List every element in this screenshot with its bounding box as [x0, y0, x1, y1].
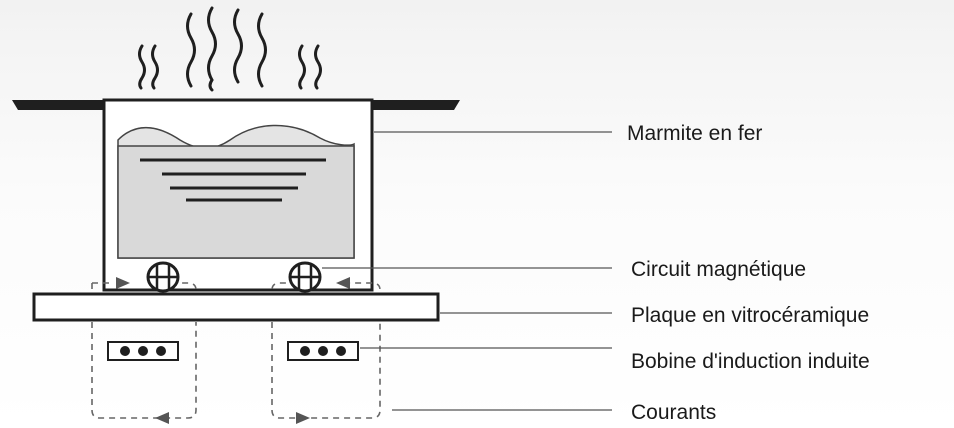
liquid-body [117, 145, 355, 259]
ceramic-plate [32, 292, 440, 322]
leader-lines [322, 131, 612, 411]
label-magnetic-circuit: Circuit magnétique [631, 258, 806, 281]
heat-lines [140, 158, 326, 202]
pot-rim-right [368, 100, 460, 110]
induction-coil-right [287, 341, 359, 361]
arrow-icon [116, 277, 350, 424]
current-loops [91, 282, 381, 419]
magnetic-circuit-right [288, 261, 322, 293]
label-induction-coil: Bobine d'induction induite [631, 350, 870, 373]
pot-rim-left [12, 100, 108, 110]
iron-pot [12, 98, 460, 292]
magnetic-circuit-left [146, 261, 180, 293]
label-pot: Marmite en fer [627, 122, 762, 145]
induction-coil-left [107, 341, 179, 361]
label-ceramic-plate: Plaque en vitrocéramique [631, 304, 869, 327]
steam-icon [138, 6, 322, 92]
label-currents: Courants [631, 401, 716, 424]
